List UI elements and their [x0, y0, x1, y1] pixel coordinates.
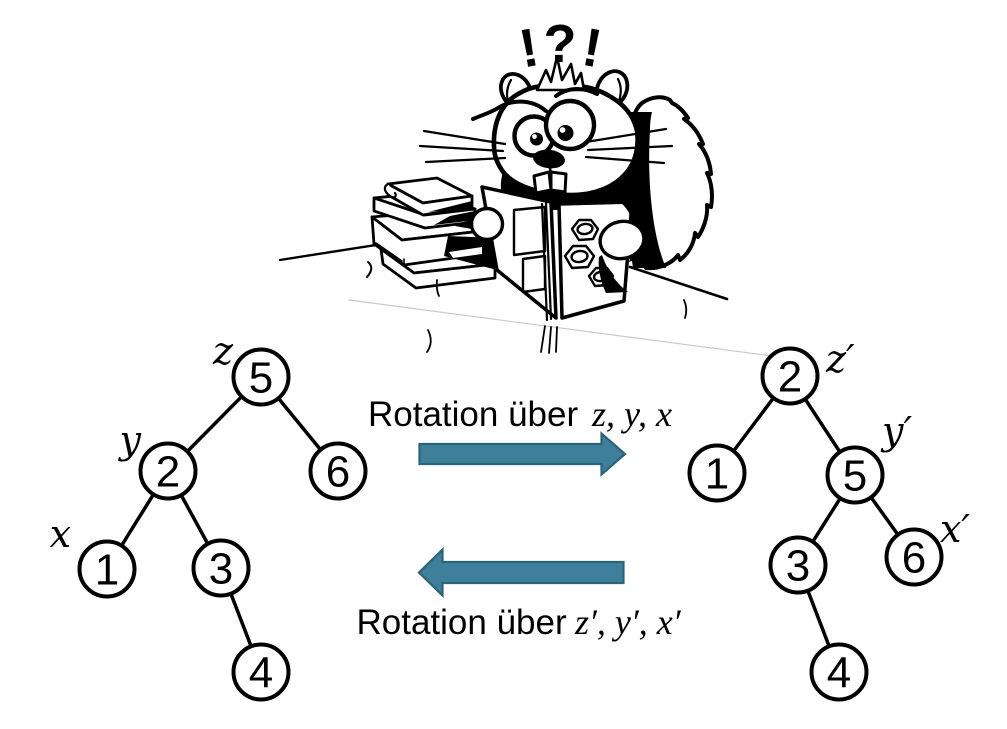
left-eyebrow — [471, 99, 548, 121]
node-label-z: z — [212, 329, 234, 373]
motion-mark-left — [426, 329, 432, 353]
whisker-l2 — [418, 144, 505, 153]
motion-mark-right — [683, 299, 688, 319]
rotation-arrows: Rotation über z, y, x Rotation über z′, … — [357, 394, 682, 642]
right-eye — [543, 98, 597, 152]
right-arm-lower — [598, 255, 628, 293]
left-tree: 5 2 6 1 3 4 z y x — [50, 329, 368, 702]
right-pupil-highlight — [559, 127, 566, 133]
exclaim-1: ! — [515, 17, 543, 79]
backward-caption: Rotation über z′, y′, x′ — [357, 602, 682, 642]
tree-node — [77, 539, 137, 599]
left-tree-edges — [105, 375, 340, 673]
book-3-coverline — [375, 242, 405, 266]
book-spine — [540, 200, 558, 322]
squirrel-head — [418, 55, 674, 198]
whisker-l3 — [424, 156, 507, 164]
backward-caption-math: z′, y′, x′ — [574, 602, 682, 642]
node-value: 1 — [95, 546, 119, 595]
tree-node — [191, 538, 251, 598]
node-value: 1 — [705, 450, 729, 499]
book-mark — [435, 279, 440, 297]
node-label-y-prime: y′ — [880, 409, 912, 453]
tree-node — [768, 535, 828, 595]
nose — [533, 149, 565, 169]
whisker-r3 — [584, 155, 666, 165]
nut-1-hole — [576, 222, 594, 236]
tree-node — [231, 642, 291, 702]
right-tree-nodes: 2 1 5 3 6 4 — [687, 346, 944, 702]
squirrel-reading-book-icon: ! ? ! — [278, 14, 773, 357]
whisker-r1 — [584, 127, 668, 144]
left-paw — [469, 206, 505, 242]
page-gap-2 — [434, 211, 476, 225]
desk-edge-front — [348, 299, 773, 357]
node-value: 4 — [249, 649, 273, 698]
left-pupil-highlight — [532, 134, 537, 139]
node-value: 6 — [326, 448, 350, 497]
question-mark: ? — [544, 14, 577, 74]
tree-node — [809, 642, 869, 702]
tree-node — [138, 441, 198, 501]
right-pupil — [557, 125, 574, 141]
node-label-z-prime: z′ — [825, 337, 855, 381]
forward-arrow — [418, 431, 627, 477]
left-tree-nodes: 5 2 6 1 3 4 — [77, 347, 368, 702]
page-gap-1 — [428, 201, 472, 212]
desk-edge-right — [628, 265, 729, 301]
nut-2-hole — [570, 249, 589, 264]
node-value: 2 — [778, 353, 802, 402]
node-label-y: y — [118, 418, 142, 462]
node-label-x: x — [50, 512, 71, 556]
hair-tuft — [535, 55, 586, 92]
desk-edge-left — [278, 242, 384, 262]
right-paw — [598, 219, 646, 261]
left-pupil — [530, 132, 543, 146]
node-value: 4 — [827, 649, 851, 698]
backward-arrow — [417, 546, 625, 599]
forward-caption: Rotation über z, y, x — [368, 394, 672, 434]
node-value: 5 — [843, 452, 867, 501]
node-value: 2 — [156, 448, 180, 497]
desk-mark-left — [366, 261, 373, 278]
book-1-pagecurl — [383, 182, 397, 199]
forward-caption-prefix: Rotation über — [368, 395, 578, 434]
right-tree-labels: z′ y′ x′ — [825, 337, 970, 551]
tree-node — [884, 527, 944, 587]
whisker-r2 — [586, 144, 674, 152]
left-tooth — [532, 170, 553, 195]
node-value: 3 — [209, 545, 233, 594]
book-4-band — [379, 247, 497, 290]
right-tree: 2 1 5 3 6 4 z′ y′ x′ — [687, 337, 970, 702]
node-value: 3 — [786, 542, 810, 591]
node-label-x-prime: x′ — [940, 507, 970, 551]
tree-node — [231, 347, 291, 407]
right-tooth — [549, 170, 568, 194]
tree-node — [308, 441, 368, 501]
whiskers — [418, 127, 674, 165]
backward-caption-prefix: Rotation über — [357, 603, 567, 642]
tree-node — [825, 445, 885, 505]
left-tree-labels: z y x — [50, 329, 234, 556]
node-value: 5 — [249, 354, 273, 403]
node-value: 6 — [902, 534, 926, 583]
exclamation-marks: ! ? ! — [515, 14, 606, 79]
tree-node — [760, 346, 820, 406]
right-eyebrow — [554, 87, 599, 98]
forward-caption-math: z, y, x — [591, 394, 672, 434]
page-stripe — [449, 247, 482, 258]
motion-lines — [540, 325, 558, 354]
tree-node — [687, 443, 747, 503]
right-ear-inner — [616, 77, 622, 103]
exclaim-2: ! — [578, 17, 606, 79]
whisker-l1 — [422, 129, 507, 146]
